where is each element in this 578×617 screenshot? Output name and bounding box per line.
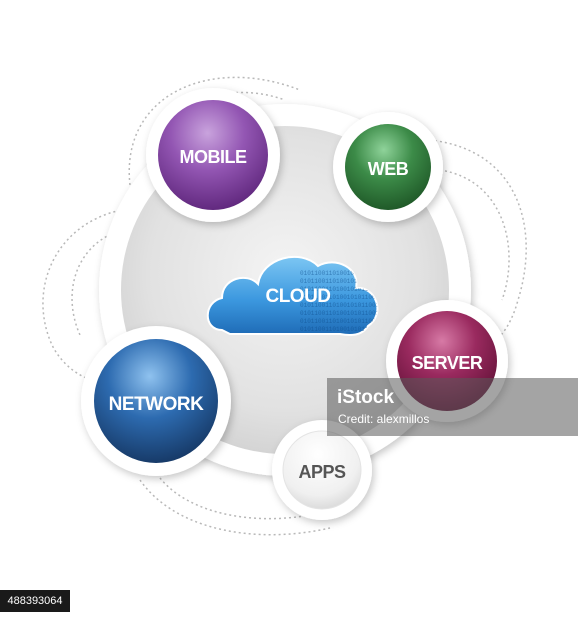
node-apps-label: APPS xyxy=(298,462,346,482)
node-mobile-label: MOBILE xyxy=(180,147,247,167)
orbit-line-left-inner xyxy=(71,227,131,336)
binary-row: 0101100110100101011001101001010110011010… xyxy=(300,278,509,285)
orbit-line-right-inner xyxy=(439,169,510,301)
stock-id-badge: 488393064 xyxy=(0,590,70,612)
orbit-line-bottom xyxy=(139,479,331,536)
node-mobile: MOBILE xyxy=(146,88,280,222)
binary-row: 0101100110100101011001101001010110011010… xyxy=(300,270,509,277)
cloud-icon: 0101100110100101011001101001010110011010… xyxy=(206,256,509,336)
node-network-label: NETWORK xyxy=(109,394,204,415)
node-web-label: WEB xyxy=(368,159,409,179)
binary-row: 0101100110100101011001101001010110011010… xyxy=(300,310,509,317)
orbit-line-bottom-inner xyxy=(159,477,311,520)
watermark-credit: Credit: alexmillos xyxy=(338,412,430,426)
node-network: NETWORK xyxy=(81,326,231,476)
node-server-label: SERVER xyxy=(412,353,483,373)
watermark-banner: iStock Credit: alexmillos xyxy=(327,378,578,436)
node-apps: APPS xyxy=(272,420,372,520)
binary-row: 0101100110100101011001101001010110011010… xyxy=(300,294,509,301)
orbit-line-top xyxy=(128,76,301,186)
binary-row: 0101100110100101011001101001010110011010… xyxy=(300,318,509,325)
binary-row: 0101100110100101011001101001010110011010… xyxy=(300,302,509,309)
binary-row: 0101100110100101011001101001010110011010… xyxy=(300,326,509,333)
cloud-label: CLOUD xyxy=(265,286,330,307)
node-web: WEB xyxy=(333,112,443,222)
watermark-logo: iStock xyxy=(337,387,395,408)
binary-row: 0101100110100101011001101001010110011010… xyxy=(300,286,509,293)
